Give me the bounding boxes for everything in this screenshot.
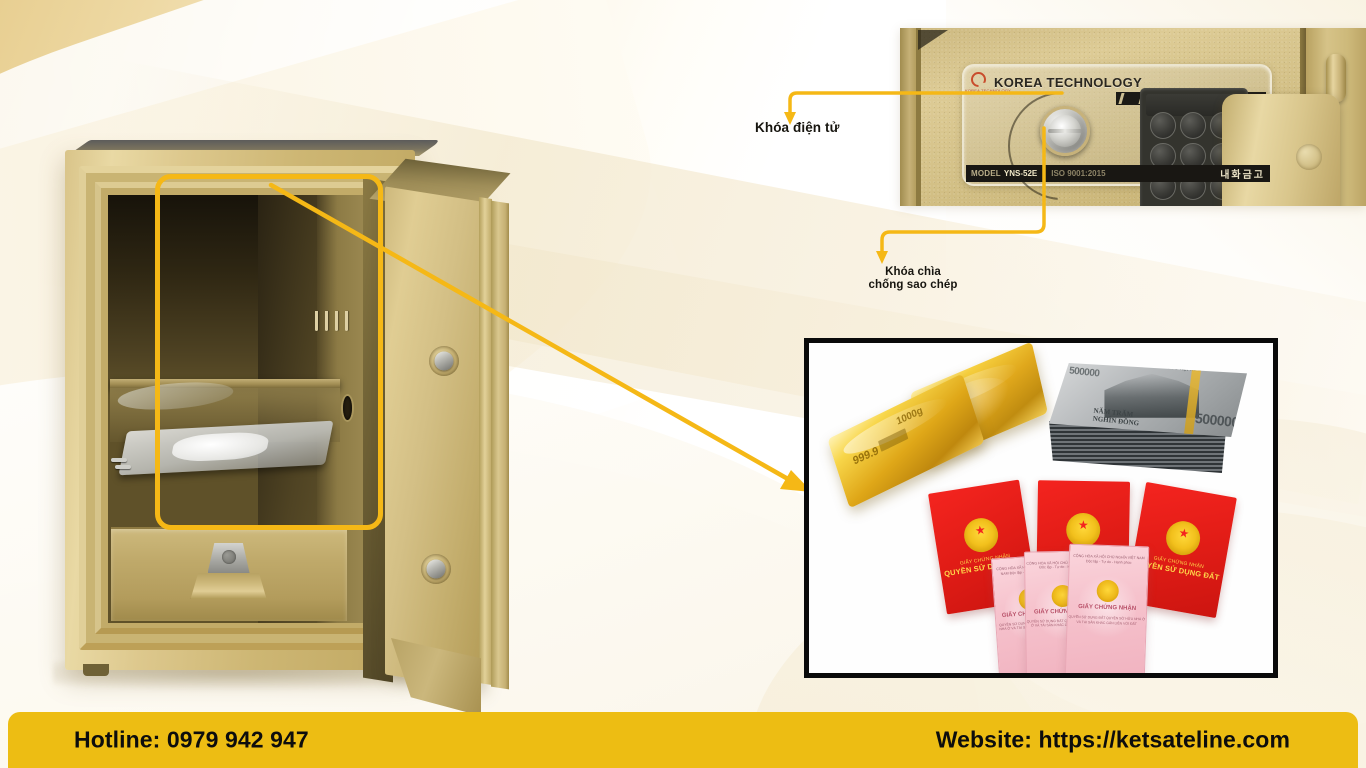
door-handle-knob[interactable] [1222,94,1340,206]
lock-photo-left-seam [916,28,921,206]
cash-stack: NGÂN HÀNG NHÀ NƯỚC VIỆT NAM 500000 NĂM T… [1049,363,1247,473]
brand-name: KOREA TECHNOLOGY [994,75,1143,90]
banknote-top: NGÂN HÀNG NHÀ NƯỚC VIỆT NAM 500000 NĂM T… [1049,363,1247,437]
lock-photo-left-edge [900,28,916,206]
keypad-key-2[interactable] [1180,112,1206,139]
callout-label-key-lock: Khóa chìa chống sao chép [838,266,988,292]
valuables-contents-panel: 1000g 999.9 NGÂN HÀNG NHÀ NƯỚC VIỆT NAM … [804,338,1278,678]
callout-label-key-lock-line2: chống sao chép [868,279,958,292]
spare-keys [110,456,141,472]
door-face [385,186,481,690]
keypad-display [1146,94,1242,116]
pink-certificate-right-sub: QUYỀN SỬ DỤNG ĐẤT QUYỀN SỞ HỮU NHÀ Ở VÀ … [1068,614,1146,626]
safe-hinge [1326,54,1346,102]
korea-technology-logo-icon [971,72,986,87]
korean-marking: 내화금고 [1220,170,1265,181]
banknote-denomination-small: 500000 [1068,365,1100,380]
pink-certificate-right-header: CỘNG HÒA XÃ HỘI CHỦ NGHĨA VIỆT NAM Độc l… [1073,554,1145,565]
door-bolt-upper [429,346,459,376]
banknote-denomination-large: 500000 [1194,409,1240,431]
lock-closeup-image: KOREA TECHNOLOGY KOREA TECHNOLOGY [900,28,1366,206]
key-lock-dial [1040,106,1090,156]
contact-footer-bar: Hotline: 0979 942 947 Website: https://k… [8,712,1358,768]
safe-door [363,158,513,716]
iso-certification: ISO 9001:2015 [1051,169,1106,178]
model-label: MODEL [971,169,1001,178]
gold-bar-front-shine [840,390,950,462]
drawer-handle [190,573,267,599]
callout-label-electronic-lock: Khóa điện tử [755,120,840,135]
callout-label-key-lock-line1: Khóa chìa [885,266,941,278]
model-info-bar: MODEL YNS-52E ISO 9001:2015 내화금고 [966,165,1270,182]
safe-foot [83,664,109,676]
lock-faceplate: KOREA TECHNOLOGY KOREA TECHNOLOGY [962,64,1340,206]
drawer-lock-icon [207,543,250,573]
logo-subtext: KOREA TECHNOLOGY [965,88,1012,93]
pink-certificate-right: CỘNG HÒA XÃ HỘI CHỦ NGHĨA VIỆT NAM Độc l… [1064,543,1150,673]
door-rib-edge [491,200,509,690]
national-emblem-icon [1065,512,1101,548]
interior-drawer [110,527,347,621]
website-text[interactable]: Website: https://ketsateline.com [935,726,1290,753]
hotline-text[interactable]: Hotline: 0979 942 947 [74,726,309,753]
interior-highlight-rectangle [155,174,383,530]
interior-shelf [110,379,341,389]
contents-panel-inner: 1000g 999.9 NGÂN HÀNG NHÀ NƯỚC VIỆT NAM … [809,343,1273,673]
keypad-key-1[interactable] [1150,112,1176,139]
banknote-bank-header: NGÂN HÀNG NHÀ NƯỚC VIỆT NAM [1124,360,1202,374]
national-emblem-icon [1163,518,1203,558]
model-code: YNS-52E [1003,169,1038,178]
door-bolt-lower [421,554,451,584]
national-emblem-icon [961,515,1001,555]
banknote-words: NĂM TRĂM NGHÌN ĐỒNG [1092,406,1140,427]
